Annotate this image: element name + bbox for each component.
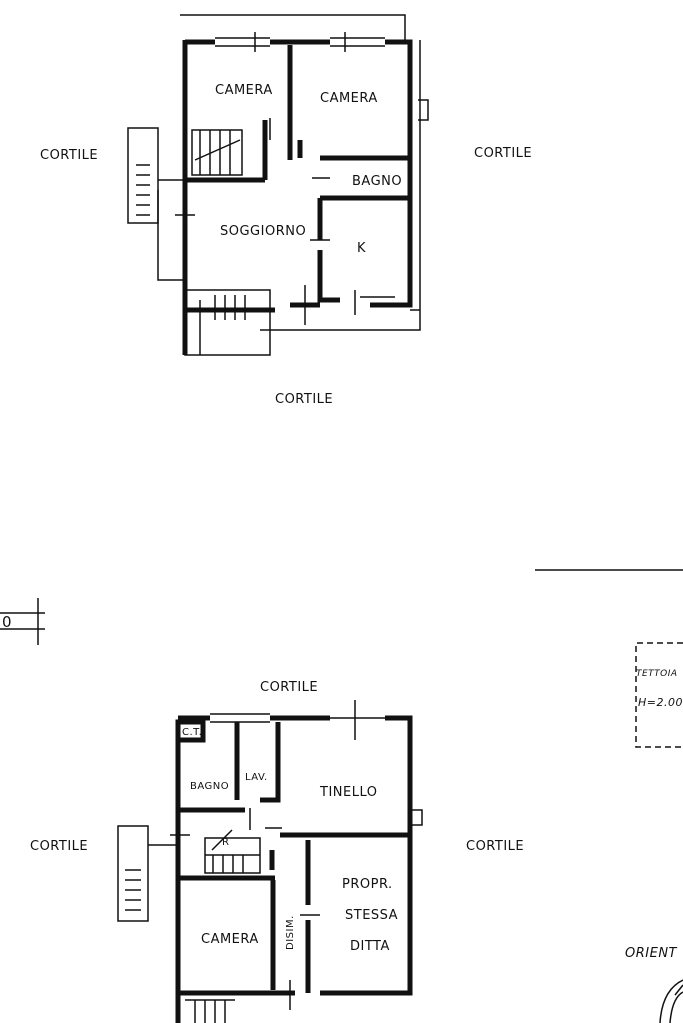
upper-interior-walls — [185, 45, 410, 303]
lower-door-marks — [170, 700, 385, 1010]
tettoia-outline — [635, 642, 683, 748]
upper-balcony-outline — [180, 14, 421, 331]
upper-camera-left-label: CAMERA — [215, 83, 273, 98]
lower-tinello-label: TINELLO — [319, 785, 377, 800]
lower-interior-walls — [180, 722, 410, 993]
lower-ct-label: C.T. — [182, 727, 202, 738]
upper-cortile-left: CORTILE — [40, 148, 98, 163]
lower-chimney — [410, 809, 423, 826]
upper-cortile-bottom: CORTILE — [275, 392, 333, 407]
upper-windows — [184, 37, 395, 298]
upper-plan — [127, 14, 429, 356]
lower-bagno-label: BAGNO — [190, 781, 229, 792]
upper-cortile-right: CORTILE — [474, 146, 532, 161]
orientation-label: ORIENT — [625, 946, 678, 961]
lower-cortile-left: CORTILE — [30, 839, 88, 854]
lower-cortile-top: CORTILE — [260, 680, 318, 695]
lower-propr-label-3: DITTA — [350, 939, 390, 954]
ct-box — [175, 719, 206, 743]
scale-marker — [0, 598, 45, 645]
lower-disim-label: DISIM. — [285, 915, 296, 950]
lower-r-label: R — [222, 837, 229, 848]
lower-cortile-right: CORTILE — [466, 839, 524, 854]
lower-outer-walls — [175, 715, 413, 1023]
upper-bagno-label: BAGNO — [352, 174, 402, 189]
upper-stair — [127, 127, 271, 356]
upper-chimney — [418, 99, 429, 121]
tettoia-height-label: H=2.00 — [638, 696, 683, 709]
lower-camera-label: CAMERA — [201, 932, 259, 947]
upper-outer-walls — [182, 39, 413, 355]
upper-camera-right-label: CAMERA — [320, 91, 378, 106]
tettoia-label: TETTOIA — [636, 669, 678, 679]
upper-door-marks — [175, 32, 356, 325]
upper-kitchen-label: K — [357, 241, 366, 256]
compass-icon — [659, 979, 683, 1023]
lower-lav-label: LAV. — [245, 772, 268, 783]
lower-windows — [177, 713, 270, 980]
lower-propr-label-2: STESSA — [345, 908, 398, 923]
lower-propr-label-1: PROPR. — [342, 877, 393, 892]
upper-soggiorno-label: SOGGIORNO — [220, 224, 306, 239]
lower-plan — [117, 700, 423, 1023]
lower-stair — [117, 825, 261, 1023]
scale-marker-label: 0 — [2, 613, 12, 631]
